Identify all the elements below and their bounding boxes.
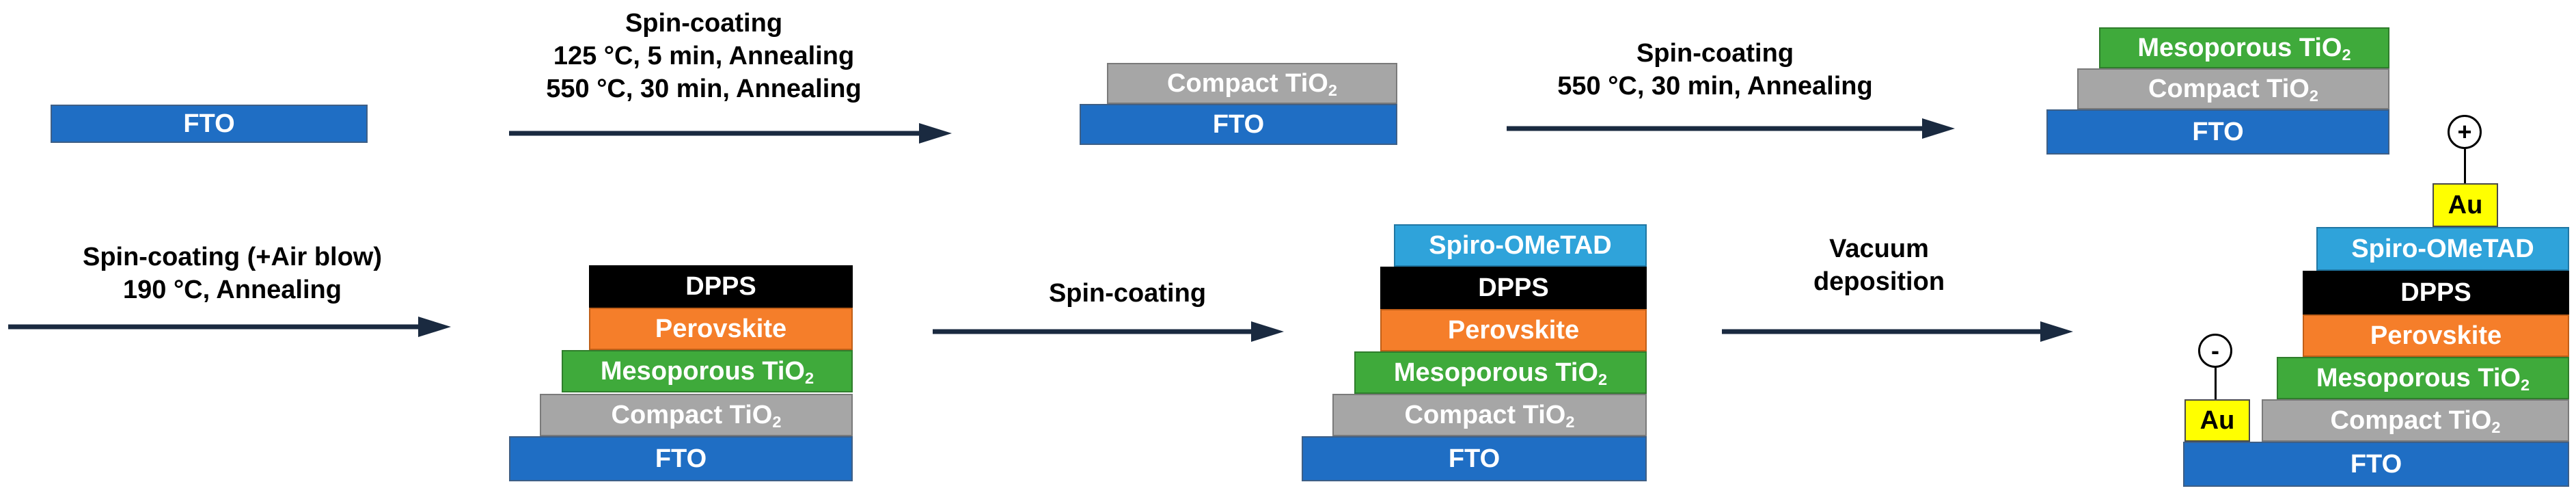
step5-line2: deposition [1813,267,1945,296]
dpps-label: DPPS [1478,273,1549,302]
fto-label: FTO [183,109,235,138]
positive-lead-wire [2464,149,2466,183]
fto-label: FTO [1448,444,1501,473]
meso-tio2-label: Mesoporous TiO2 [600,357,814,387]
step5-label: Vacuum deposition [1749,232,2009,298]
step1-line2: 125 °C, 5 min, Annealing [553,42,855,70]
top-au-electrode: Au [2433,183,2498,227]
step1-line1: Spin-coating [625,9,783,38]
stage2-fto-layer: FTO [1080,104,1397,145]
step3-label: Spin-coating (+Air blow) 190 °C, Anneali… [14,241,451,306]
stage4-perovskite-layer: Perovskite [589,308,853,350]
step1-line3: 550 °C, 30 min, Annealing [546,75,862,103]
fto-label: FTO [1212,110,1265,139]
positive-terminal-icon: + [2448,115,2482,149]
fto-label: FTO [2350,450,2402,479]
negative-terminal-icon: - [2198,334,2232,368]
stage4-fto-layer: FTO [509,436,853,481]
stage3-mesoporous-tio2-layer: Mesoporous TiO2 [2099,27,2389,68]
au-label: Au [2200,406,2235,435]
negative-lead-wire [2215,368,2217,399]
spiro-label: Spiro-OMeTAD [1429,231,1612,260]
stage6-mesoporous-tio2-layer: Mesoporous TiO2 [2277,357,2569,399]
step4-label: Spin-coating [957,277,1298,310]
step1-arrow [509,123,952,144]
stage6-spiro-layer: Spiro-OMeTAD [2316,227,2569,271]
stage5-dpps-layer: DPPS [1380,267,1647,309]
dpps-label: DPPS [2400,278,2471,307]
step2-arrow [1507,118,1955,139]
stage6-fto-layer: FTO [2183,442,2569,487]
stage5-perovskite-layer: Perovskite [1380,309,1647,351]
stage2-compact-tio2-layer: Compact TiO2 [1107,63,1397,104]
au-label: Au [2448,191,2483,219]
perovskite-label: Perovskite [655,315,787,343]
step5-line1: Vacuum [1829,235,1929,263]
step3-line2: 190 °C, Annealing [123,276,342,304]
compact-tio2-label: Compact TiO2 [611,401,782,431]
compact-tio2-label: Compact TiO2 [1404,401,1575,431]
compact-tio2-label: Compact TiO2 [2148,75,2318,105]
stage3-compact-tio2-layer: Compact TiO2 [2077,68,2389,109]
stage6-perovskite-layer: Perovskite [2303,315,2569,357]
stage5-spiro-layer: Spiro-OMeTAD [1394,224,1647,267]
step2-line1: Spin-coating [1636,39,1794,68]
step5-arrow [1722,321,2073,342]
step2-line2: 550 °C, 30 min, Annealing [1557,72,1873,101]
meso-tio2-label: Mesoporous TiO2 [2137,34,2351,64]
stage6-compact-tio2-layer: Compact TiO2 [2262,399,2569,442]
step2-label: Spin-coating 550 °C, 30 min, Annealing [1510,37,1920,103]
step4-arrow [933,321,1284,342]
fto-label: FTO [2192,118,2244,146]
compact-tio2-label: Compact TiO2 [2330,406,2501,436]
step3-arrow [8,317,451,337]
meso-tio2-label: Mesoporous TiO2 [1393,358,1608,388]
step3-line1: Spin-coating (+Air blow) [82,243,383,271]
stage5-fto-layer: FTO [1302,436,1647,481]
meso-tio2-label: Mesoporous TiO2 [2316,364,2530,394]
bottom-au-electrode: Au [2184,399,2250,442]
step1-label: Spin-coating 125 °C, 5 min, Annealing 55… [499,7,909,105]
step4-line1: Spin-coating [1048,279,1207,308]
fto-label: FTO [655,444,707,473]
stage4-dpps-layer: DPPS [589,265,853,308]
stage4-compact-tio2-layer: Compact TiO2 [540,394,853,436]
dpps-label: DPPS [685,272,756,301]
stage5-mesoporous-tio2-layer: Mesoporous TiO2 [1354,351,1647,394]
perovskite-label: Perovskite [2370,321,2502,350]
stage6-dpps-layer: DPPS [2303,271,2569,315]
stage3-fto-layer: FTO [2046,109,2389,155]
spiro-label: Spiro-OMeTAD [2351,235,2534,263]
perovskite-label: Perovskite [1447,316,1580,345]
stage5-compact-tio2-layer: Compact TiO2 [1332,394,1647,436]
stage4-mesoporous-tio2-layer: Mesoporous TiO2 [562,350,853,392]
compact-tio2-label: Compact TiO2 [1167,69,1337,99]
stage1-fto-layer: FTO [51,105,368,143]
